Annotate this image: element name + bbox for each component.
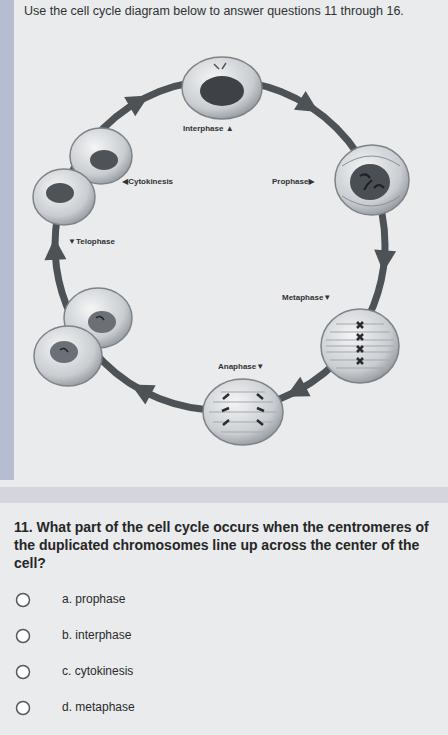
telophase-cells xyxy=(34,288,132,386)
answer-option: a. prophase xyxy=(62,592,125,608)
stage-label: Prophase▶ xyxy=(272,177,315,187)
page-edge-shadow xyxy=(0,0,14,480)
radio-buttons xyxy=(17,594,30,715)
prophase-cell xyxy=(335,145,409,215)
answer-option: c. cytokinesis xyxy=(62,664,133,680)
stage-label: Metaphase▼ xyxy=(282,293,331,303)
anaphase-cell xyxy=(203,379,283,445)
cytokinesis-cells xyxy=(33,128,132,225)
stage-label: Interphase ▲ xyxy=(183,124,234,134)
question-text: 11. What part of the cell cycle occurs w… xyxy=(14,518,438,573)
answer-option: d. metaphase xyxy=(62,700,135,716)
interphase-cell xyxy=(182,57,262,119)
divider-band xyxy=(0,487,448,503)
stage-label: Anaphase▼ xyxy=(218,362,264,372)
metaphase-cell xyxy=(321,309,399,383)
stage-label: ▼Telophase xyxy=(68,237,115,247)
stage-label: ◀Cytokinesis xyxy=(122,177,173,187)
instruction-heading: Use the cell cycle diagram below to answ… xyxy=(24,4,404,18)
answer-option: b. interphase xyxy=(62,628,131,644)
